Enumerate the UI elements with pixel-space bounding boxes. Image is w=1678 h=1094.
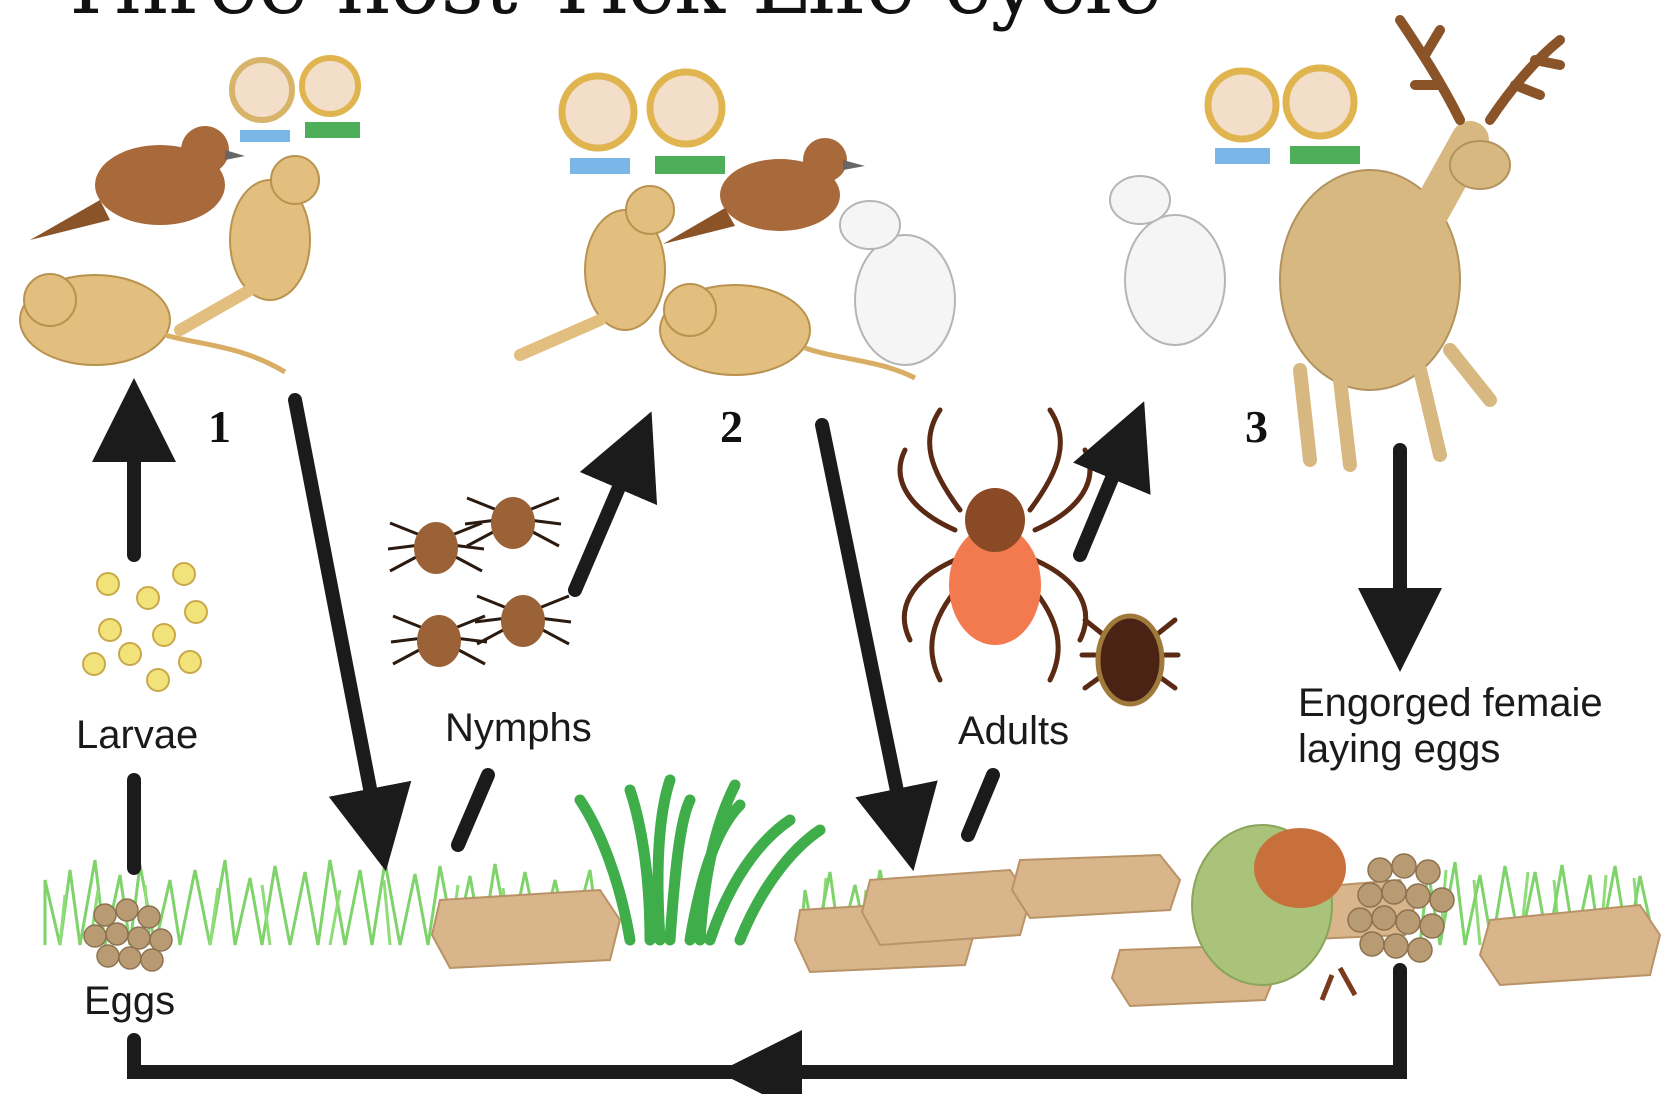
label-engorged-line2: laying eggs [1298, 726, 1603, 772]
arrow-host1-to-ground [295, 400, 378, 830]
arrow-nymphs-to-host2 [575, 450, 635, 590]
host-2-animals [520, 72, 955, 378]
label-nymphs: Nymphs [445, 705, 592, 751]
dash-ground-to-nymphs [458, 775, 488, 845]
larvae-cluster [83, 563, 207, 691]
label-eggs: Eggs [84, 978, 175, 1024]
arrow-host2-to-ground [822, 425, 905, 830]
host-number-1: 1 [208, 400, 231, 453]
label-engorged-female: Engorged femaie laying eggs [1298, 680, 1603, 772]
adult-ticks [900, 410, 1178, 704]
label-adults: Adults [958, 708, 1069, 754]
label-larvae: Larvae [76, 712, 198, 758]
egg-cluster-ground [84, 899, 172, 971]
dash-ground-to-adults [968, 775, 993, 835]
label-engorged-line1: Engorged femaie [1298, 680, 1603, 726]
host-3-animals [1110, 20, 1560, 465]
host-1-animals [20, 58, 360, 372]
nymphs-cluster [388, 497, 571, 667]
host-number-2: 2 [720, 400, 743, 453]
host-number-3: 3 [1245, 400, 1268, 453]
